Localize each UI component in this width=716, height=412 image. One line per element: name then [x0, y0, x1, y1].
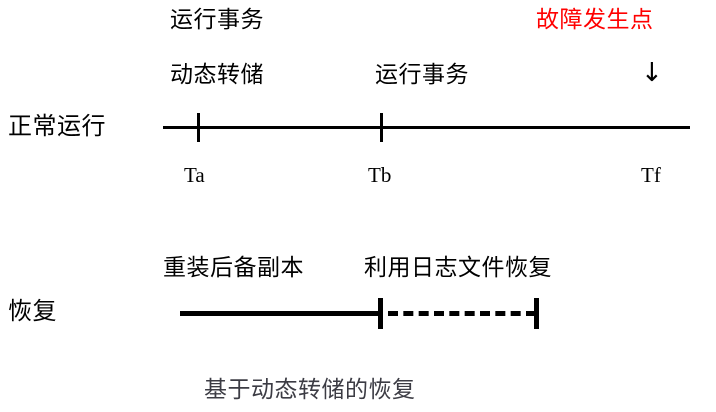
row-label-recovery: 恢复 [8, 299, 57, 325]
recovery-tick-tf [534, 298, 539, 329]
segment-label-dynamic-dump: 动态转储 [170, 62, 264, 87]
tick-label-tb: Tb [368, 163, 392, 187]
row-label-normal-operation: 正常运行 [8, 114, 106, 140]
segment-label-running-transaction: 运行事务 [375, 62, 469, 87]
tick-label-ta: Ta [184, 163, 205, 187]
fault-point-arrow-icon: ↓ [641, 58, 663, 88]
diagram-caption: 基于动态转储的恢复 [204, 377, 416, 402]
recovery-label-reload-backup: 重装后备副本 [163, 255, 304, 280]
recovery-solid-segment [180, 311, 382, 316]
recovery-tick-tb [378, 298, 383, 329]
recovery-dashed-segment [388, 311, 536, 316]
normal-top-annotation: 运行事务 [170, 7, 264, 32]
tick-mark-ta [197, 113, 200, 142]
normal-operation-timeline [163, 126, 690, 129]
fault-point-title: 故障发生点 [536, 7, 654, 32]
recovery-label-redo-from-log: 利用日志文件恢复 [364, 255, 552, 280]
tick-label-tf: Tf [641, 163, 661, 187]
tick-mark-tb [380, 113, 383, 142]
